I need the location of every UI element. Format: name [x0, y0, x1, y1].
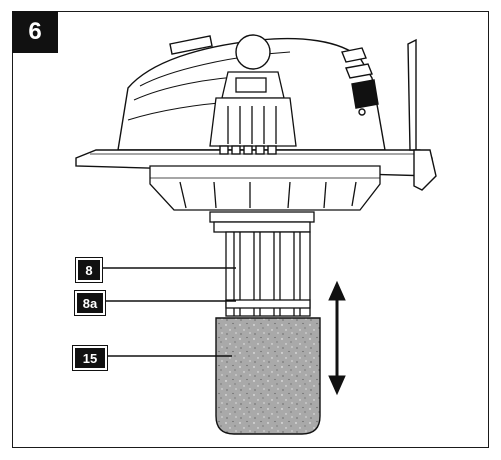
- step-number-badge: 6: [12, 11, 58, 53]
- filter-holder: [225, 231, 311, 317]
- callout-label-8a: 8a: [74, 290, 106, 316]
- movement-arrow: [328, 280, 346, 396]
- callout-label-15: 15: [72, 345, 108, 371]
- filter-cage: [149, 165, 381, 233]
- latch-clip: [209, 71, 297, 147]
- leader-lines: [100, 267, 236, 357]
- filter-sponge: [215, 317, 321, 435]
- callout-label-8: 8: [75, 257, 103, 283]
